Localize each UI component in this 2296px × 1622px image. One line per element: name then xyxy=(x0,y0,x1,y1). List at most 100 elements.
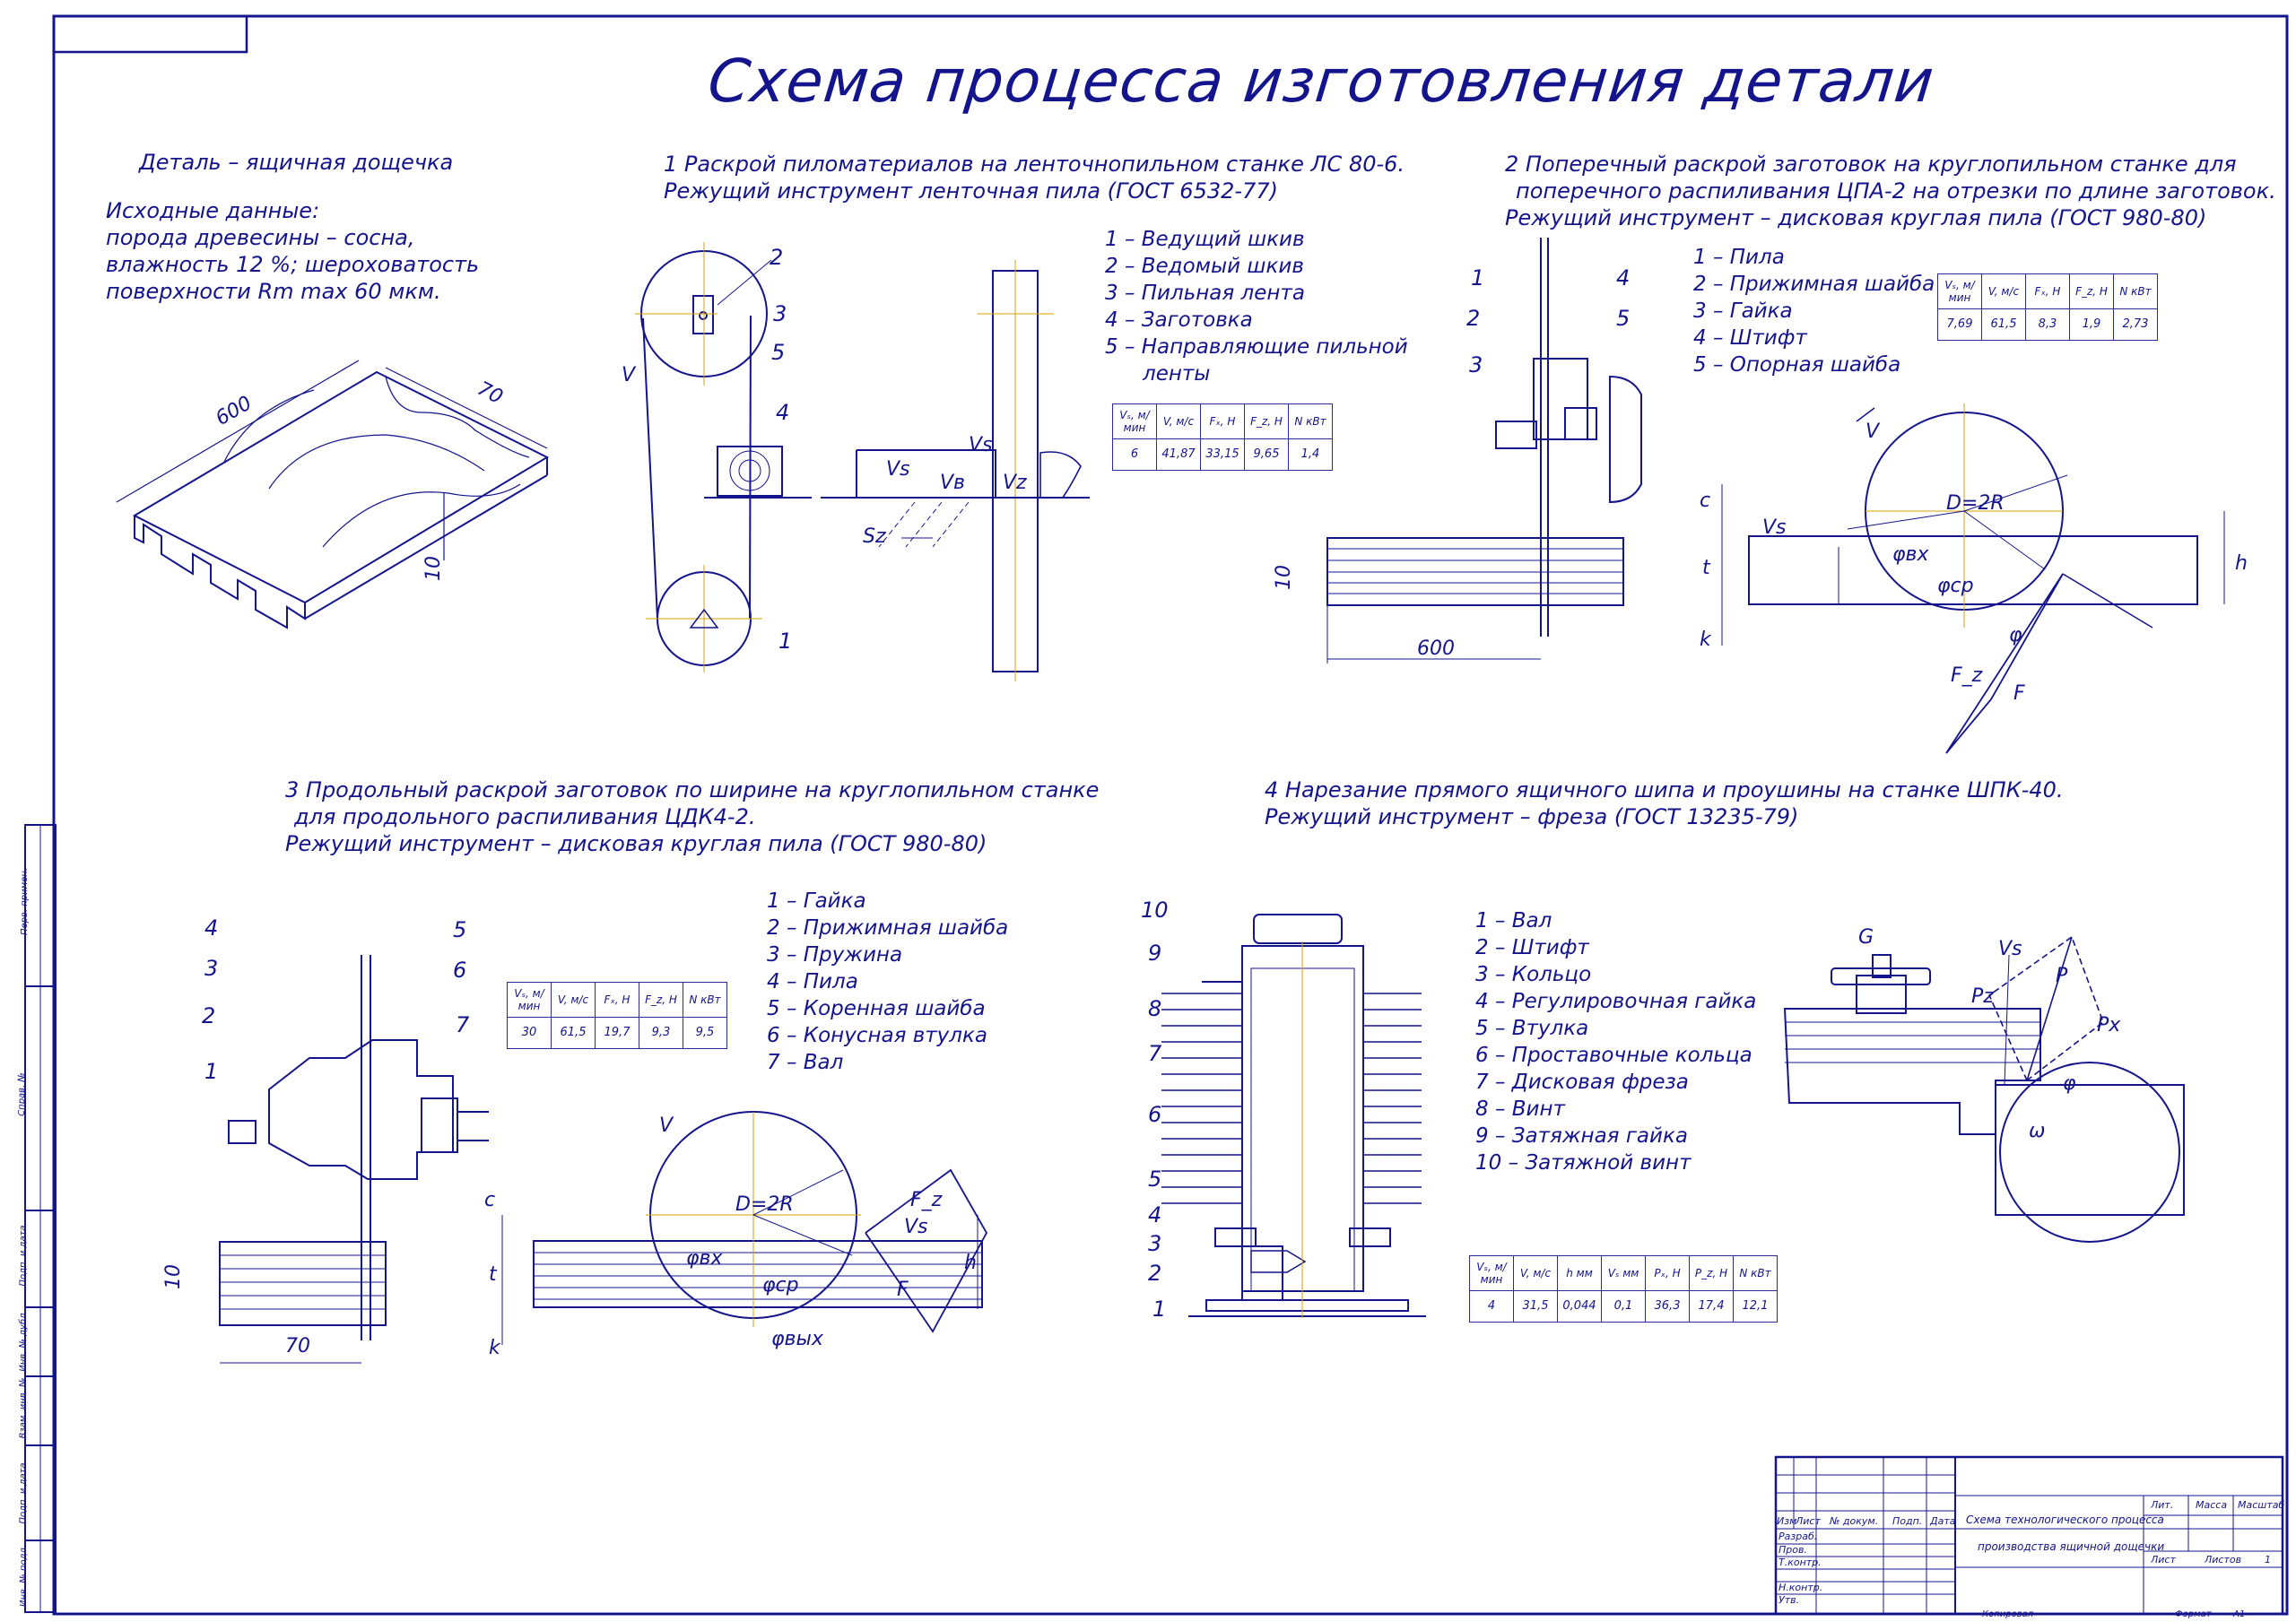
op2-label-f: F xyxy=(2013,682,2025,705)
tb-sheets: Листов xyxy=(2205,1554,2242,1566)
op1-title-2: Режущий инструмент ленточная пила (ГОСТ … xyxy=(664,178,1278,204)
op4-callout-1: 1 xyxy=(1152,1297,1167,1322)
op1-legend-item: 5 – Направляющие пильной xyxy=(1105,335,1408,359)
op2-callout-2: 2 xyxy=(1466,306,1481,331)
op3-label-f: F xyxy=(897,1279,909,1301)
op3-legend: 1 – Гайка 2 – Прижимная шайба 3 – Пружин… xyxy=(767,888,1008,1076)
side-stamp-area xyxy=(24,824,57,1613)
op4-legend-item: 10 – Затяжной винт xyxy=(1475,1151,1692,1175)
input-line-3: поверхности Rm max 60 мкм. xyxy=(106,279,441,304)
op3-label-t: t xyxy=(489,1263,497,1286)
op3-label-phicp: φср xyxy=(762,1274,799,1297)
op4-callout-7: 7 xyxy=(1148,1041,1162,1066)
op3-title-3: Режущий инструмент – дисковая круглая пи… xyxy=(285,831,987,856)
tb-role-tcontrol: Т.контр. xyxy=(1779,1557,1822,1568)
side-stamp-3: Подп. и дата xyxy=(18,1225,29,1287)
op3-rip-saw xyxy=(219,955,988,1364)
op4-callout-8: 8 xyxy=(1148,996,1162,1021)
tb-sheet: Лист xyxy=(2151,1554,2176,1566)
title-block xyxy=(1774,1455,2284,1616)
op3-legend-item: 7 – Вал xyxy=(767,1051,844,1074)
op2-callout-4: 4 xyxy=(1616,265,1631,291)
op4-callout-5: 5 xyxy=(1148,1167,1162,1192)
tb-sheets-count: 1 xyxy=(2265,1554,2271,1566)
op3-legend-item: 6 – Конусная втулка xyxy=(767,1024,987,1047)
op4-label-phi: φ xyxy=(2063,1072,2076,1095)
op4-legend-item: 4 – Регулировочная гайка xyxy=(1475,990,1757,1013)
op2-label-t: t xyxy=(1702,557,1710,579)
op4-tenon-cutter xyxy=(1161,914,2185,1318)
op4-title-1: 4 Нарезание прямого ящичного шипа и проу… xyxy=(1265,777,2064,802)
op2-legend-item: 3 – Гайка xyxy=(1693,299,1793,323)
op1-band-saw xyxy=(635,242,1090,681)
op4-legend-item: 8 – Винт xyxy=(1475,1097,1565,1121)
op3-dim-70: 70 xyxy=(285,1335,310,1357)
tb-lit: Лит. xyxy=(2151,1499,2174,1511)
op2-title-2: поперечного распиливания ЦПА-2 на отрезк… xyxy=(1516,178,2276,204)
op3-label-phiv: φвх xyxy=(686,1247,723,1270)
op2-label-h: h xyxy=(2235,552,2248,575)
op1-legend: 1 – Ведущий шкив 2 – Ведомый шкив 3 – Пи… xyxy=(1105,226,1408,387)
op3-legend-item: 3 – Пружина xyxy=(767,943,903,967)
op2-dim-10: 10 xyxy=(1273,565,1295,590)
op2-callout-3: 3 xyxy=(1469,352,1483,377)
op4-legend-item: 7 – Дисковая фреза xyxy=(1475,1071,1689,1094)
op1-legend-item: 2 – Ведомый шкив xyxy=(1105,255,1304,278)
op4-label-px: Pх xyxy=(2097,1014,2121,1037)
doc-name-line-2: производства ящичной дощечки xyxy=(1978,1540,2165,1553)
op2-label-c: c xyxy=(1700,490,1711,512)
input-line-1: порода древесины – сосна, xyxy=(106,225,415,250)
tb-col-docnum: № докум. xyxy=(1830,1515,1879,1527)
op4-callout-4: 4 xyxy=(1148,1202,1162,1227)
op2-label-phiv: φвх xyxy=(1892,543,1929,566)
op3-callout-4: 4 xyxy=(204,915,219,941)
op1-callout-3: 3 xyxy=(773,301,787,326)
tb-col-izm: Изм xyxy=(1777,1515,1797,1527)
part-sketch xyxy=(116,360,550,629)
doc-name-line-1: Схема технологического процесса xyxy=(1966,1514,2164,1526)
op1-callout-1: 1 xyxy=(778,629,793,654)
op4-callout-10: 10 xyxy=(1141,898,1169,923)
side-stamp-7: Инв. № подл. xyxy=(19,1545,29,1607)
op3-label-vs: Vs xyxy=(904,1216,928,1238)
op3-legend-item: 1 – Гайка xyxy=(767,889,866,913)
op2-label-d: D=2R xyxy=(1946,492,2005,515)
op3-label-phivyx: φвых xyxy=(771,1328,823,1350)
op2-label-k: k xyxy=(1700,629,1711,651)
op2-cross-cut-saw xyxy=(1326,238,2225,754)
side-stamp-6: Подп. и дата xyxy=(18,1462,29,1524)
input-line-2: влажность 12 %; шероховатость xyxy=(106,252,480,277)
op3-label-c: c xyxy=(484,1189,496,1211)
op4-legend: 1 – Вал 2 – Штифт 3 – Кольцо 4 – Регулир… xyxy=(1475,907,1756,1176)
op4-legend-item: 2 – Штифт xyxy=(1475,936,1589,959)
tb-role-ncontrol: Н.контр. xyxy=(1779,1582,1823,1593)
op1-label-vs-2: Vs xyxy=(969,434,993,456)
op3-label-h: h xyxy=(964,1252,977,1274)
tb-col-date: Дата xyxy=(1930,1515,1956,1527)
op4-callout-6: 6 xyxy=(1148,1102,1162,1127)
op2-label-v: V xyxy=(1866,421,1880,443)
tb-format: Формат xyxy=(2175,1609,2212,1619)
op1-label-sz: Sz xyxy=(863,525,886,548)
tb-format-value: A1 xyxy=(2233,1609,2246,1619)
op3-callout-1: 1 xyxy=(204,1059,219,1084)
op1-callout-5: 5 xyxy=(771,340,786,365)
op4-label-pz: Pz xyxy=(1971,985,1994,1008)
op3-callout-6: 6 xyxy=(453,958,467,983)
op4-callout-9: 9 xyxy=(1148,941,1162,966)
op1-callout-4: 4 xyxy=(776,400,790,425)
op4-label-vs: Vs xyxy=(1998,938,2022,960)
input-data-heading: Исходные данные: xyxy=(106,198,320,223)
op1-callout-2: 2 xyxy=(770,245,784,270)
tb-col-sign: Подп. xyxy=(1892,1515,1923,1527)
tb-scale: Масштаб xyxy=(2238,1499,2285,1511)
tb-mass: Масса xyxy=(2196,1499,2228,1511)
op3-callout-2: 2 xyxy=(202,1003,216,1028)
op2-label-phicp: φср xyxy=(1937,575,1974,597)
op4-callout-2: 2 xyxy=(1148,1261,1162,1286)
op2-callout-5: 5 xyxy=(1616,306,1631,331)
op4-label-p: P xyxy=(2056,965,2068,987)
op3-legend-item: 4 – Пила xyxy=(767,970,858,993)
